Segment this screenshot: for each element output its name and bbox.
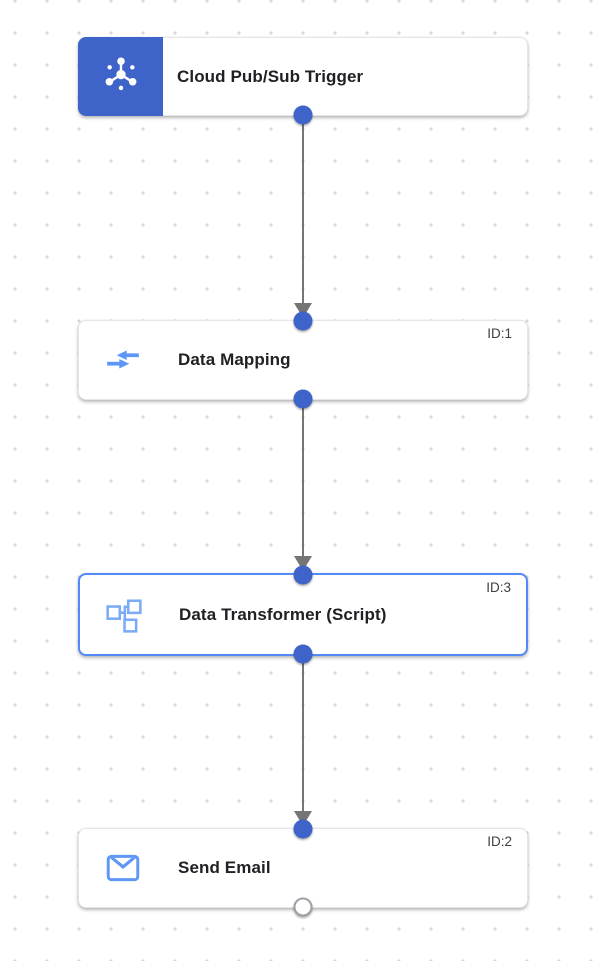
node-id-badge: ID:2 <box>487 834 512 849</box>
node-id-badge: ID:3 <box>486 580 511 595</box>
node-title: Data Transformer (Script) <box>179 604 387 624</box>
node-card-cloud-pubsub-trigger[interactable]: Cloud Pub/Sub Trigger <box>78 37 528 125</box>
node-card-data-mapping[interactable]: ID:1 Data Mapping <box>78 311 528 409</box>
node-card-data-transformer-script[interactable]: ID:3 Data Transformer (Script) <box>78 565 528 664</box>
input-port[interactable] <box>293 565 313 585</box>
node-card-send-email[interactable]: ID:2 Send Email <box>78 819 528 917</box>
arrowhead-icon <box>294 556 312 571</box>
trigger-icon-block <box>78 37 163 116</box>
cloud-pubsub-icon <box>101 54 141 99</box>
data-mapping-icon <box>104 341 142 379</box>
output-port[interactable] <box>293 389 313 409</box>
node-id-badge: ID:1 <box>487 326 512 341</box>
arrowhead-icon <box>294 811 312 826</box>
output-port[interactable] <box>293 105 313 125</box>
output-port[interactable] <box>293 644 313 664</box>
arrowhead-icon <box>294 303 312 318</box>
node-title: Cloud Pub/Sub Trigger <box>177 66 364 86</box>
node-title: Data Mapping <box>178 350 291 369</box>
output-port-open[interactable] <box>293 897 313 917</box>
send-email-icon <box>104 849 142 887</box>
data-transformer-icon <box>105 596 143 634</box>
node-title: Send Email <box>178 858 271 877</box>
input-port[interactable] <box>293 311 313 331</box>
input-port[interactable] <box>293 819 313 839</box>
